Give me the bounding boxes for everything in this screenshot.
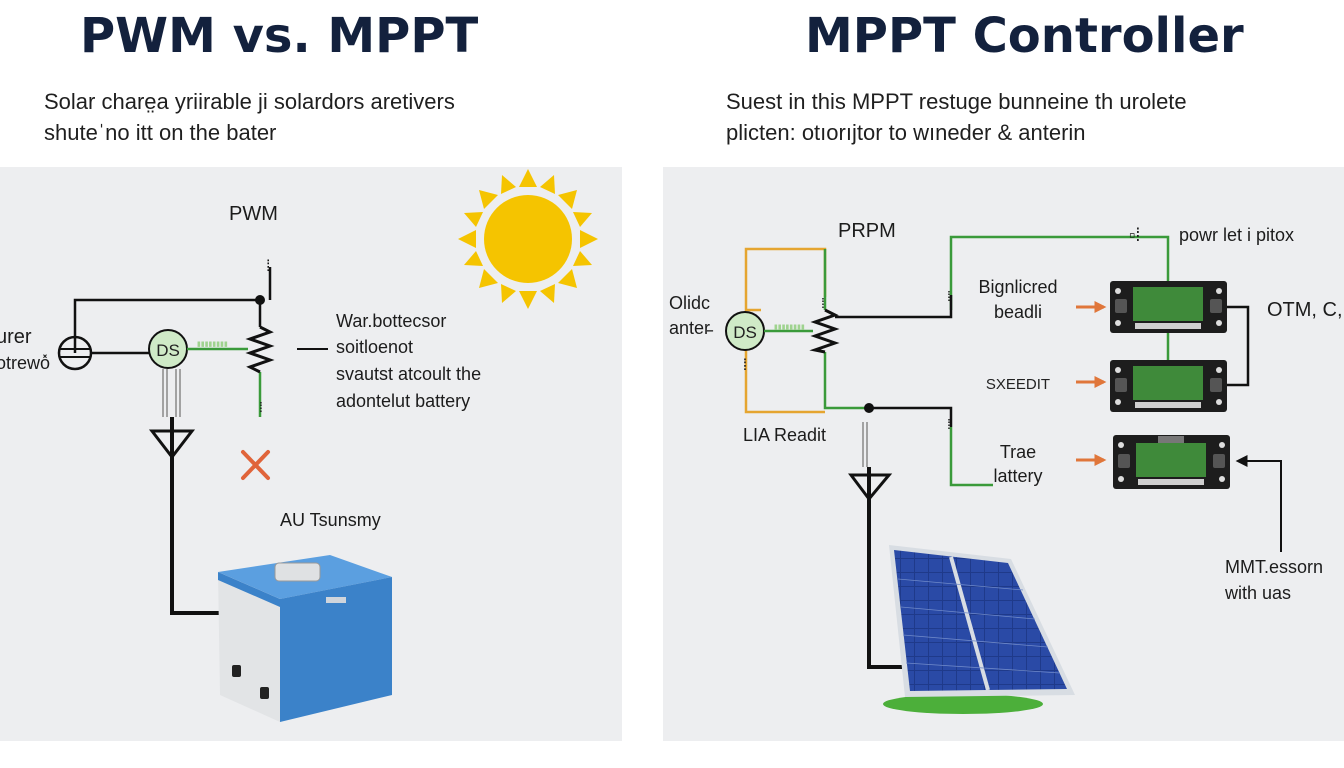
pwm-flow-lines <box>162 369 181 417</box>
mppt-note-arrow <box>1235 455 1282 552</box>
mppt-probe-top: ⁞ <box>821 295 825 311</box>
sun-icon <box>458 169 598 309</box>
mppt-module3-label-1: Trae <box>1000 442 1036 462</box>
left-subtitle-line-2: shuteˈno itt on the bater <box>44 120 277 145</box>
mppt-bottom-note-2: with uas <box>1224 583 1291 603</box>
mppt-module3-label-2: lattery <box>993 466 1042 486</box>
mppt-orange-wire-lower <box>744 350 825 414</box>
left-subtitle-line-1: Solar chare̤a yriirable ji solardors are… <box>44 89 455 114</box>
mppt-flow-lines <box>862 422 868 467</box>
pwm-wire-tag: ▮▮▮▮▮▮▮▮ <box>197 341 228 348</box>
battery-icon <box>218 555 392 722</box>
right-subtitle-line-2: plicten: otıorıjtor to wıneder & anterin <box>726 120 1086 145</box>
cross-icon <box>241 450 270 480</box>
pwm-dotted-lead: ⁞ <box>259 399 263 415</box>
right-subtitle: Suest in this MPPT restuge bunneine th u… <box>726 86 1187 148</box>
left-title: PWM vs. MPPT <box>80 8 479 64</box>
mppt-output-bracket <box>1227 305 1250 387</box>
pwm-diagram-panel: PWM urer otrewo̽ ⁞ DS ▮▮▮▮▮▮▮▮ <box>0 167 622 741</box>
pwm-annotation-line-4: adontelut battery <box>336 391 470 411</box>
right-subtitle-line-1: Suest in this MPPT restuge bunneine th u… <box>726 89 1187 114</box>
mppt-green-wires <box>764 235 1170 487</box>
pwm-junction-dot <box>255 295 265 305</box>
controller-module-icon <box>1110 360 1227 412</box>
mppt-top-note: powr let i pitox <box>1179 225 1294 245</box>
pwm-diagram: PWM urer otrewo̽ ⁞ DS ▮▮▮▮▮▮▮▮ <box>0 169 598 722</box>
mppt-bottom-note-1: MMT.essorn <box>1225 557 1323 577</box>
mppt-readout-label: LIA Readit <box>743 425 826 445</box>
mppt-probe-upper: ⁞ <box>947 288 951 304</box>
mppt-source-label-2: anter̵ <box>669 318 714 338</box>
controller-module-icon <box>1110 281 1227 333</box>
pwm-green-wire <box>187 347 262 417</box>
mppt-black-wires <box>835 295 953 427</box>
mppt-module2-label: SXEEDIT <box>986 376 1050 393</box>
mppt-ds-lead: ⁞ <box>743 357 747 374</box>
left-subtitle: Solar chare̤a yriirable ji solardors are… <box>44 86 455 148</box>
mppt-junction-dot <box>864 403 874 413</box>
solar-panel-icon <box>883 545 1075 714</box>
pwm-annotation-line-2: soitloenot <box>336 337 413 357</box>
mppt-module1-label-1: Bignlicred <box>978 277 1057 297</box>
pwm-header: PWM <box>229 203 278 225</box>
pwm-probe-icon: ⁞ <box>266 258 270 275</box>
mppt-probe-lower: ⁞ <box>947 416 951 432</box>
resistor-icon <box>809 308 840 354</box>
mppt-diagram: PRPM Olidc anter̵ DS ⁞ ▮▮▮▮▮▮▮▮ ⁞ ⁞ <box>669 220 1343 714</box>
fuse-icon <box>57 335 93 371</box>
right-title: MPPT Controller <box>805 8 1244 64</box>
pwm-source-label-1: urer <box>0 326 32 348</box>
resistor-icon <box>245 325 275 374</box>
pwm-ds-label: DS <box>156 341 180 360</box>
mppt-wire-tag: ▮▮▮▮▮▮▮▮ <box>774 324 805 331</box>
mppt-orange-arrows <box>1076 301 1107 466</box>
mppt-orange-wire <box>744 247 827 312</box>
mppt-diagram-panel: PRPM Olidc anter̵ DS ⁞ ▮▮▮▮▮▮▮▮ ⁞ ⁞ <box>663 167 1344 741</box>
pwm-source-label-2: otrewo̽ <box>0 353 50 373</box>
mppt-source-label-1: Olidc <box>669 293 710 313</box>
controller-module-icon <box>1113 435 1230 489</box>
mppt-module1-label-2: beadli <box>994 302 1042 322</box>
mppt-ds-label: DS <box>733 323 757 342</box>
pwm-annotation-line-1: War.bottecsor <box>336 311 446 331</box>
mppt-header: PRPM <box>838 220 896 242</box>
pwm-annotation-line-3: svautst atcoult the <box>336 364 481 384</box>
mppt-side-note: OTM, C, <box>1267 299 1343 321</box>
mppt-top-note-marker: ▫⁞ <box>1129 225 1140 245</box>
pwm-load-label: AU Tsunsmy <box>280 510 381 530</box>
